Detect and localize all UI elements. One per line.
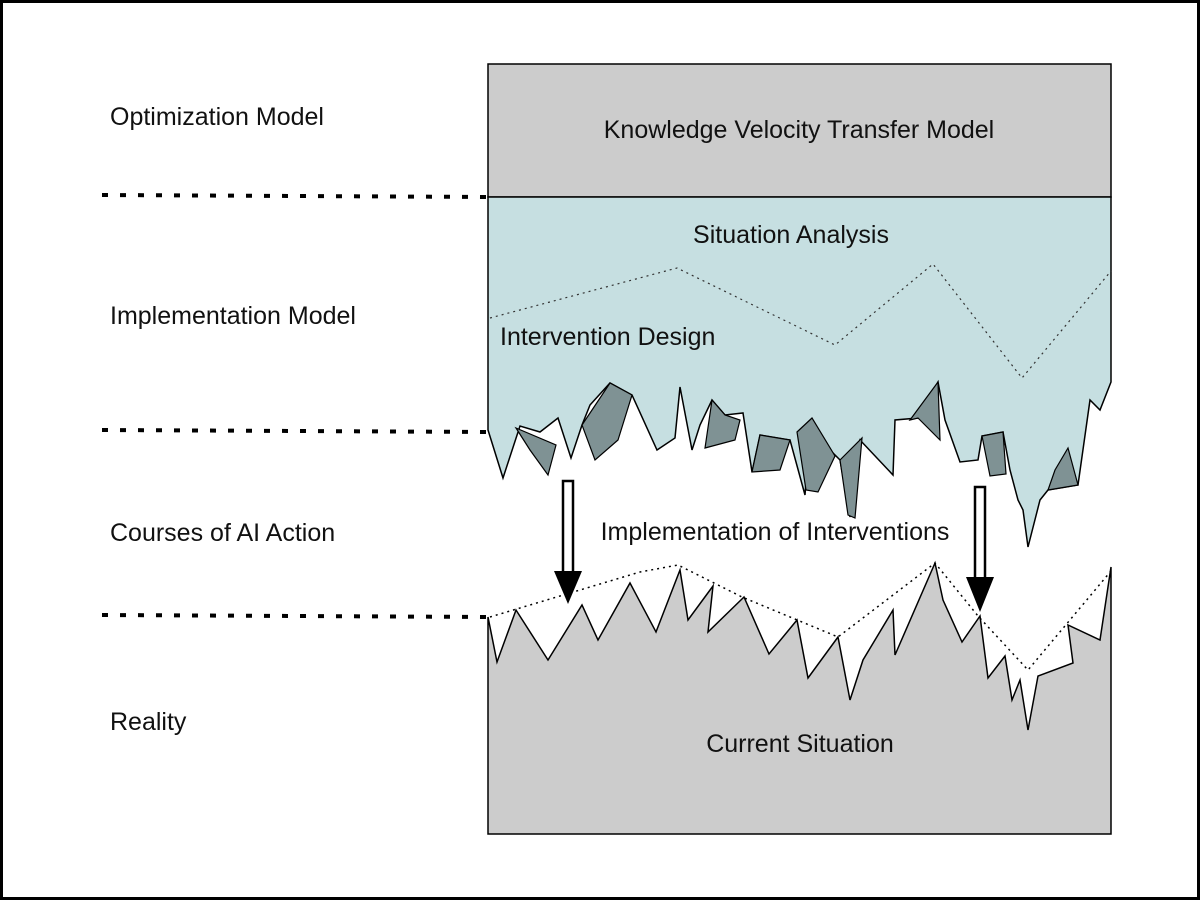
jagged-shards bbox=[514, 380, 1079, 519]
implementation-of-interventions-label: Implementation of Interventions bbox=[601, 518, 950, 546]
arrow-left bbox=[554, 479, 582, 604]
separator-optimization bbox=[101, 193, 489, 199]
reality-boundary bbox=[489, 561, 1112, 672]
implementation-model-shape bbox=[487, 196, 1112, 548]
situation-analysis-label: Situation Analysis bbox=[693, 221, 889, 249]
level-label-courses: Courses of AI Action bbox=[110, 519, 335, 547]
optimization-model-title: Knowledge Velocity Transfer Model bbox=[604, 116, 995, 144]
current-situation-label: Current Situation bbox=[706, 730, 894, 758]
level-label-implementation: Implementation Model bbox=[110, 302, 356, 330]
level-label-optimization: Optimization Model bbox=[110, 103, 324, 131]
reality-current-situation-shape bbox=[487, 560, 1112, 835]
separator-implementation bbox=[101, 428, 489, 434]
separator-courses bbox=[101, 613, 489, 619]
intervention-design-label: Intervention Design bbox=[500, 323, 715, 351]
analysis-design-boundary bbox=[489, 263, 1112, 379]
optimization-model-box bbox=[487, 63, 1112, 198]
arrow-right bbox=[966, 485, 994, 612]
level-label-reality: Reality bbox=[110, 708, 187, 736]
